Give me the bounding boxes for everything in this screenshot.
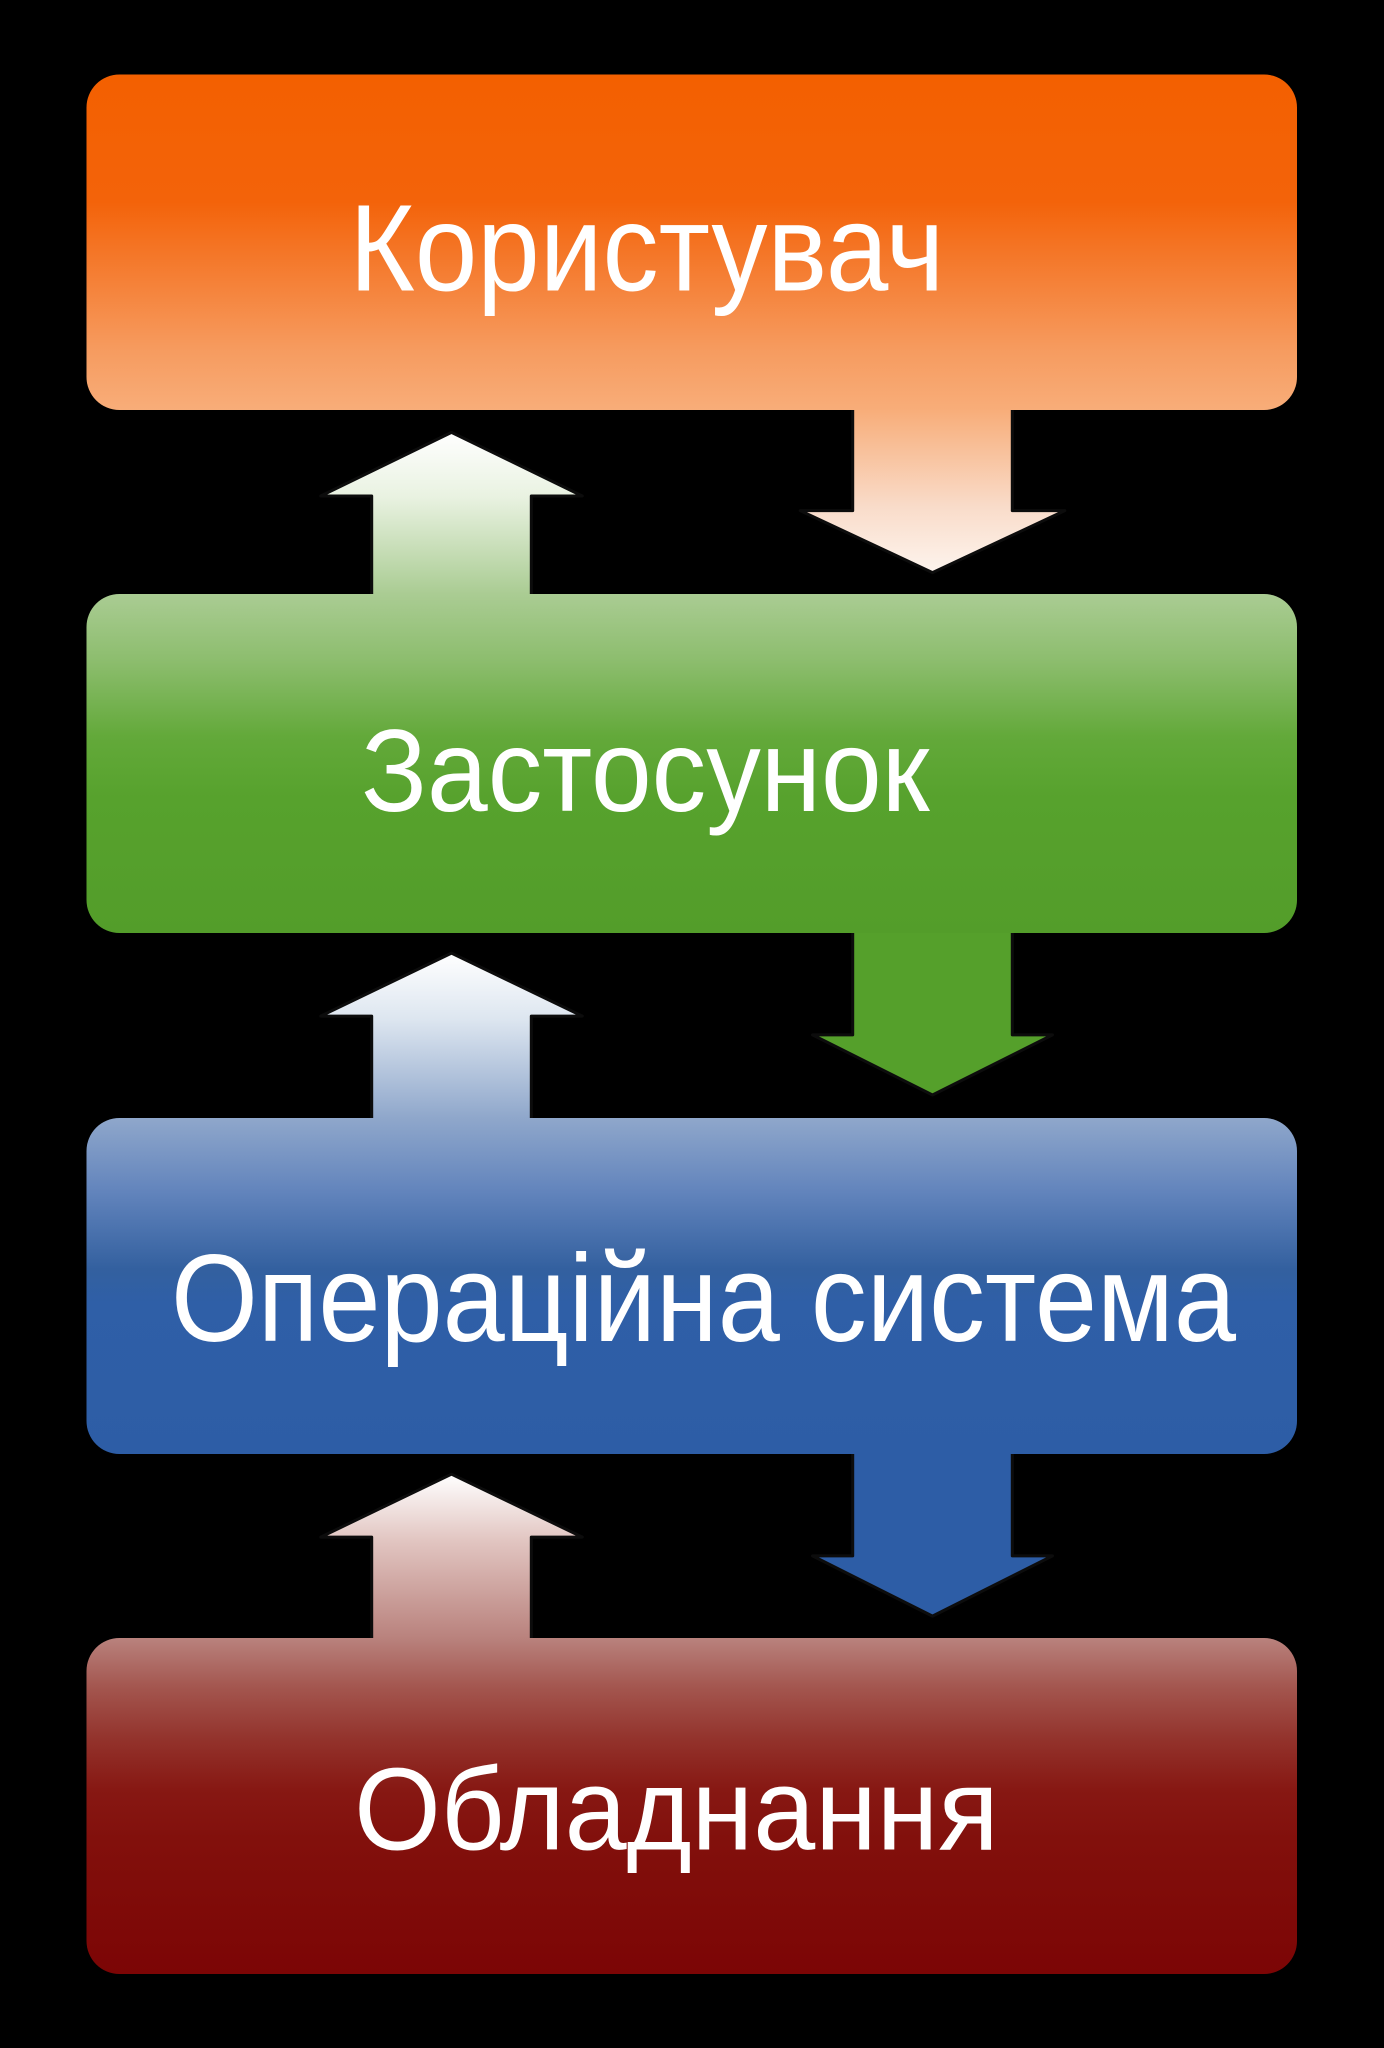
svg-text:Обладнання: Обладнання — [354, 1744, 999, 1875]
svg-text:Користувач: Користувач — [349, 180, 944, 318]
svg-text:Застосунок: Застосунок — [361, 705, 930, 836]
svg-text:Операційна система: Операційна система — [171, 1229, 1237, 1368]
